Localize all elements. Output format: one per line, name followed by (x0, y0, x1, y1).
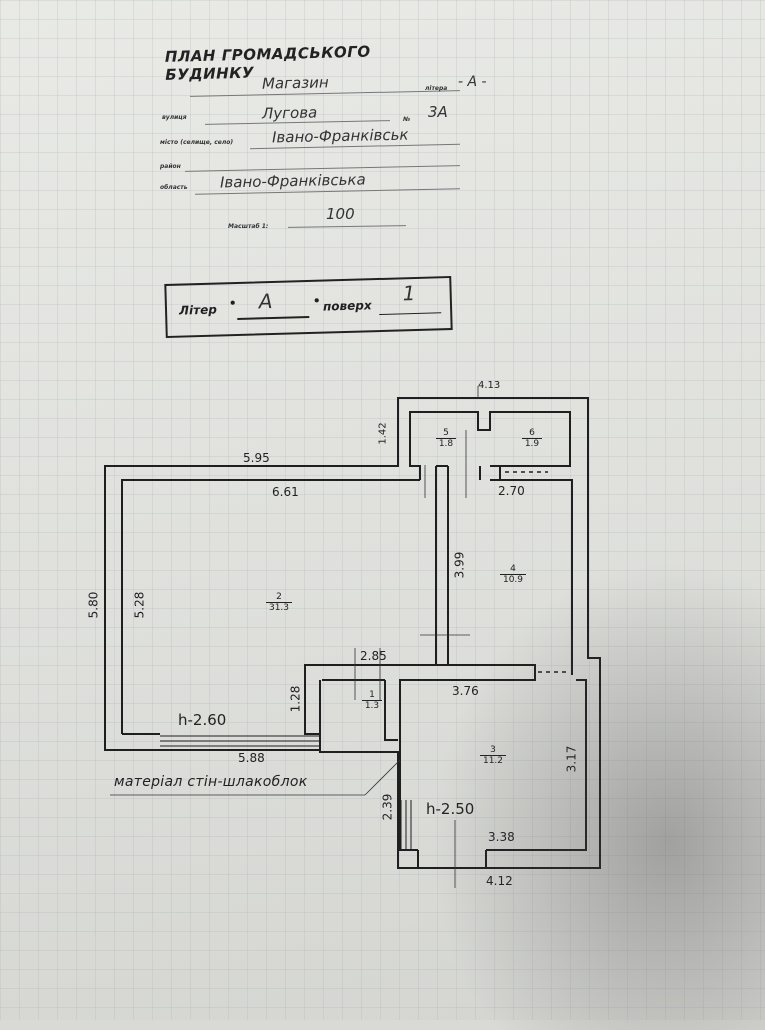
dim-room3-inner-bottom: 3.38 (488, 830, 515, 844)
room-4-number: 4 (500, 564, 526, 575)
entrance-window (400, 800, 412, 850)
liter-value: - А - (458, 74, 487, 90)
dim-room3-right: 3.17 (564, 745, 579, 773)
room-3-number: 3 (480, 745, 506, 756)
hall-window (160, 735, 320, 747)
room-2-label: 2 31.3 (266, 592, 292, 613)
room3-height: h-2.50 (426, 800, 475, 818)
room-3-label: 3 11.2 (480, 745, 506, 766)
room-4-label: 4 10.9 (500, 564, 526, 585)
dim-left-top: 5.95 (243, 451, 270, 465)
room-2-number: 2 (266, 592, 292, 603)
room-2-area: 31.3 (268, 603, 290, 613)
number-value: 3А (428, 103, 448, 121)
district-label: район (160, 163, 181, 170)
dimension-lines (110, 386, 479, 888)
dim-entrance-height: 2.39 (380, 793, 395, 821)
room-1-area: 1.3 (364, 701, 380, 711)
liter-label: літера (425, 85, 448, 92)
material-note: матеріал стін-шлакоблок (114, 774, 308, 790)
scale-value: 100 (326, 205, 355, 223)
room-5-label: 5 1.8 (436, 428, 456, 449)
dim-room3-outer-bottom: 4.12 (486, 874, 513, 888)
dim-vestibule-height: 1.28 (288, 685, 303, 713)
room-6-label: 6 1.9 (522, 428, 542, 449)
dim-hall-bottom: 5.88 (238, 751, 265, 765)
dim-left-outer-height: 5.80 (86, 591, 101, 619)
room-3-area: 11.2 (482, 756, 504, 766)
room-1-label: 1 1.3 (362, 690, 382, 711)
street-label: вулиця (162, 114, 187, 121)
room-1-number: 1 (362, 690, 382, 701)
dim-right-inner-top: 2.70 (498, 484, 525, 498)
scale-label: Масштаб 1: (228, 223, 269, 230)
dim-upper-height: 1.42 (377, 422, 389, 445)
dim-room3-top: 3.76 (452, 684, 479, 698)
dim-vestibule-width: 2.85 (360, 649, 387, 663)
room-6-area: 1.9 (524, 439, 540, 449)
dim-left-inner-top: 6.61 (272, 485, 299, 499)
dim-top-right-width: 4.13 (478, 380, 501, 391)
room-5-area: 1.8 (438, 439, 454, 449)
number-label: № (403, 116, 411, 123)
city-label: місто (селище, село) (160, 139, 234, 146)
hall-height: h-2.60 (178, 711, 227, 729)
room-5-number: 5 (436, 428, 456, 439)
room-6-number: 6 (522, 428, 542, 439)
door-dashes (505, 471, 570, 673)
dim-partition-length: 3.99 (452, 551, 467, 579)
region-label: область (160, 184, 188, 191)
room-4-area: 10.9 (502, 575, 524, 585)
dim-left-inner-height: 5.28 (132, 591, 147, 619)
